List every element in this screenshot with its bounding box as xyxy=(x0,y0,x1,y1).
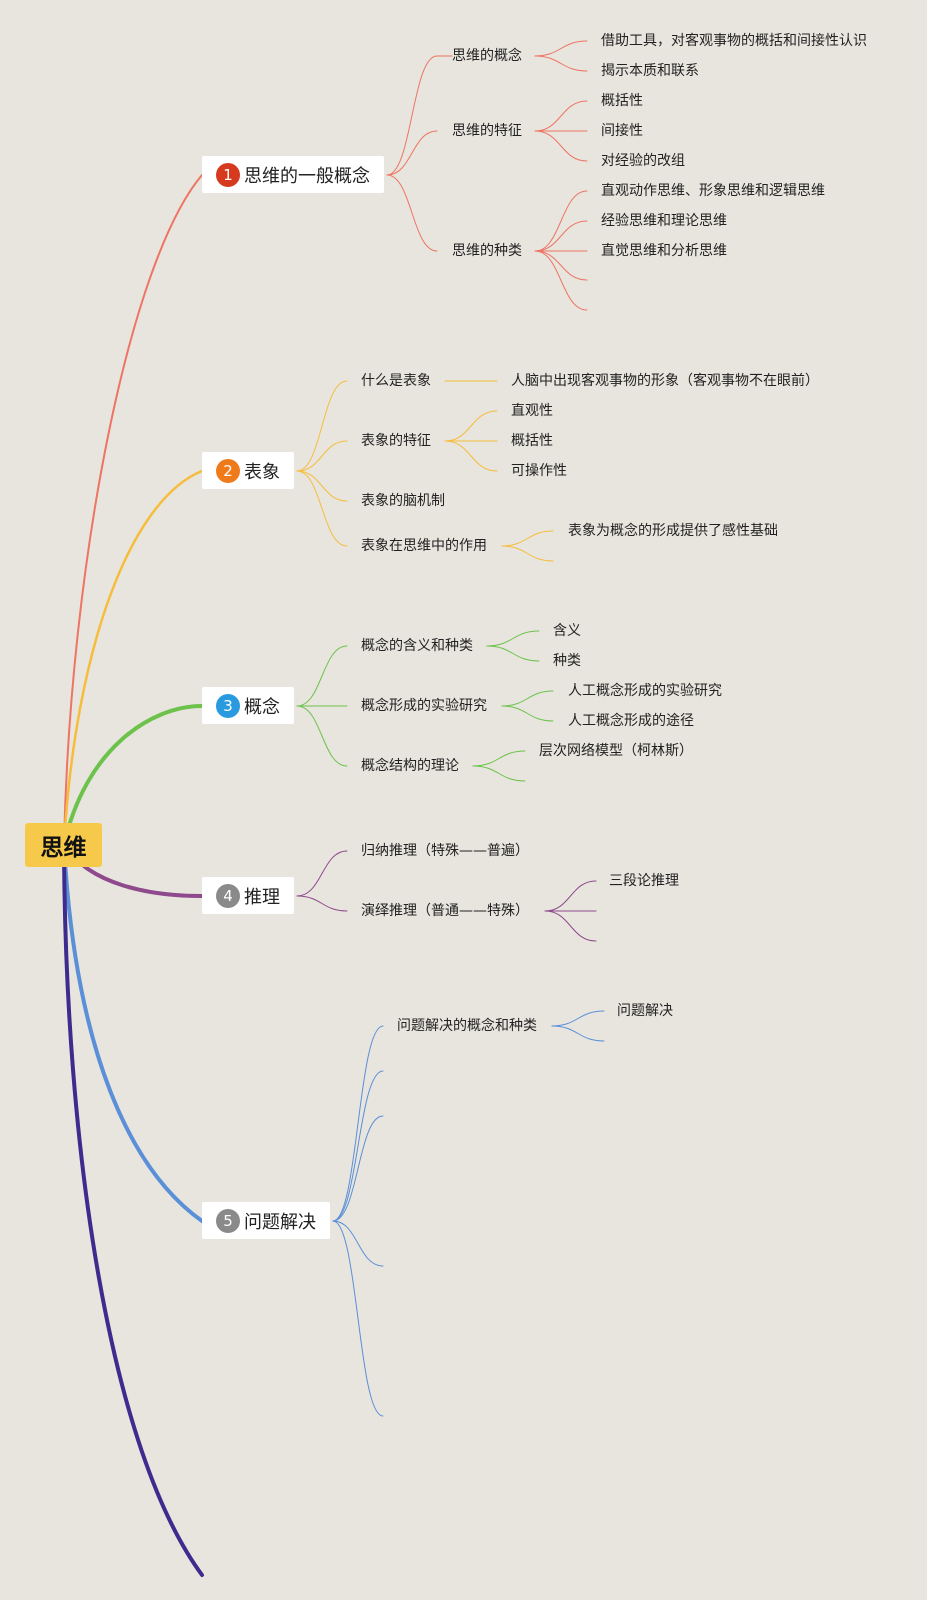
node-1-3[interactable]: 思维的种类 xyxy=(452,243,522,259)
trunk-5 xyxy=(62,843,204,1223)
leaf-4-2-1[interactable]: 三段论推理 xyxy=(609,873,679,889)
conn-1-2 xyxy=(386,130,438,176)
conn-1-3-1 xyxy=(534,190,588,252)
trunk-extra xyxy=(62,843,204,1577)
conn-3-3 xyxy=(296,705,348,767)
leaf-1-2-2[interactable]: 间接性 xyxy=(601,123,643,139)
branch-5-label: 问题解决 xyxy=(244,1211,316,1233)
node-2-4[interactable]: 表象在思维中的作用 xyxy=(361,538,487,554)
conn-3-2-2 xyxy=(501,705,554,722)
branch-2-topic[interactable]: 2 表象 xyxy=(202,452,294,489)
branch-2-label: 表象 xyxy=(244,461,280,483)
node-2-2[interactable]: 表象的特征 xyxy=(361,433,431,449)
leaf-1-3-1[interactable]: 直观动作思维、形象思维和逻辑思维 xyxy=(601,183,825,199)
trunk-1 xyxy=(63,174,203,846)
leaf-3-2-2[interactable]: 人工概念形成的途径 xyxy=(568,713,694,729)
trunk-2 xyxy=(62,469,204,847)
conn-4-2 xyxy=(296,895,348,912)
branch-4-topic[interactable]: 4 推理 xyxy=(202,877,294,914)
branch-1-label: 思维的一般概念 xyxy=(244,165,370,187)
conn-3-1-1 xyxy=(486,630,540,647)
conn-2-4-2 xyxy=(501,545,554,562)
leaf-1-1-2[interactable]: 揭示本质和联系 xyxy=(601,63,699,79)
conn-1-3-5 xyxy=(534,250,588,311)
node-3-1[interactable]: 概念的含义和种类 xyxy=(361,638,473,654)
node-3-2[interactable]: 概念形成的实验研究 xyxy=(361,698,487,714)
leaf-2-2-3[interactable]: 可操作性 xyxy=(511,463,567,479)
conn-5-1-2 xyxy=(551,1025,605,1042)
conn-4-2-3 xyxy=(544,910,597,942)
leaf-1-2-1[interactable]: 概括性 xyxy=(601,93,643,109)
conn-4-1 xyxy=(296,850,348,897)
conn-2-4-1 xyxy=(501,530,554,547)
conn-1-1 xyxy=(386,55,438,176)
node-1-2[interactable]: 思维的特征 xyxy=(452,123,522,139)
branch-4-label: 推理 xyxy=(244,886,280,908)
branch-3-label: 概念 xyxy=(244,696,280,718)
conn-3-1-2 xyxy=(486,645,540,662)
conn-2-3 xyxy=(296,470,348,502)
conn-5-1-1 xyxy=(551,1010,605,1027)
branch-5-topic[interactable]: 5 问题解决 xyxy=(202,1202,330,1239)
conn-2-2-1 xyxy=(444,410,498,442)
node-3-3[interactable]: 概念结构的理论 xyxy=(361,758,459,774)
leaf-3-1-2[interactable]: 种类 xyxy=(553,653,581,669)
leaf-3-1-1[interactable]: 含义 xyxy=(553,623,581,639)
number-badge-4: 4 xyxy=(216,883,240,908)
conn-1-1-2 xyxy=(534,55,588,72)
conn-2-2-3 xyxy=(444,440,498,472)
conn-5-4 xyxy=(332,1220,384,1267)
conn-2-1 xyxy=(296,380,348,472)
trunk-3 xyxy=(62,704,204,847)
node-4-1[interactable]: 归纳推理（特殊——普遍） xyxy=(361,843,529,859)
node-1-1[interactable]: 思维的概念 xyxy=(452,48,522,64)
conn-3-3-1 xyxy=(472,750,526,767)
number-badge-5: 5 xyxy=(216,1208,240,1233)
leaf-1-1-1[interactable]: 借助工具，对客观事物的概括和间接性认识 xyxy=(601,33,867,49)
leaf-1-2-3[interactable]: 对经验的改组 xyxy=(601,153,685,169)
conn-3-3-2 xyxy=(472,765,526,782)
leaf-2-2-1[interactable]: 直观性 xyxy=(511,403,553,419)
conn-5-3 xyxy=(332,1115,384,1222)
number-badge-3: 3 xyxy=(216,693,240,718)
leaf-5-1-1[interactable]: 问题解决 xyxy=(617,1003,673,1019)
conn-5-1 xyxy=(332,1025,384,1222)
node-2-3[interactable]: 表象的脑机制 xyxy=(361,493,445,509)
conn-5-2 xyxy=(332,1070,384,1222)
conn-1-2-1 xyxy=(534,100,588,132)
conn-2-4 xyxy=(296,470,348,547)
number-badge-1: 1 xyxy=(216,162,240,187)
leaf-2-4-1[interactable]: 表象为概念的形成提供了感性基础 xyxy=(568,523,778,539)
conn-4-2-1 xyxy=(544,880,597,912)
branch-1-topic[interactable]: 1 思维的一般概念 xyxy=(202,156,384,193)
number-badge-2: 2 xyxy=(216,458,240,483)
conn-3-1 xyxy=(296,645,348,707)
leaf-3-3-1[interactable]: 层次网络模型（柯林斯） xyxy=(539,743,693,759)
node-5-1[interactable]: 问题解决的概念和种类 xyxy=(397,1018,537,1034)
leaf-1-3-3[interactable]: 直觉思维和分析思维 xyxy=(601,243,727,259)
conn-2-2 xyxy=(296,440,348,472)
root-topic[interactable]: 思维 xyxy=(25,823,102,867)
conn-1-1-1 xyxy=(534,40,588,57)
leaf-3-2-1[interactable]: 人工概念形成的实验研究 xyxy=(568,683,722,699)
conn-1-3-4 xyxy=(534,250,588,281)
node-2-1[interactable]: 什么是表象 xyxy=(361,373,431,389)
leaf-2-1-1[interactable]: 人脑中出现客观事物的形象（客观事物不在眼前） xyxy=(511,373,819,389)
conn-5-5 xyxy=(332,1220,384,1417)
leaf-1-3-2[interactable]: 经验思维和理论思维 xyxy=(601,213,727,229)
conn-1-3-2 xyxy=(534,220,588,252)
conn-1-2-3 xyxy=(534,130,588,162)
leaf-2-2-2[interactable]: 概括性 xyxy=(511,433,553,449)
node-4-2[interactable]: 演绎推理（普通——特殊） xyxy=(361,903,529,919)
conn-1-3 xyxy=(386,174,438,252)
branch-3-topic[interactable]: 3 概念 xyxy=(202,687,294,724)
conn-3-2-1 xyxy=(501,690,554,707)
